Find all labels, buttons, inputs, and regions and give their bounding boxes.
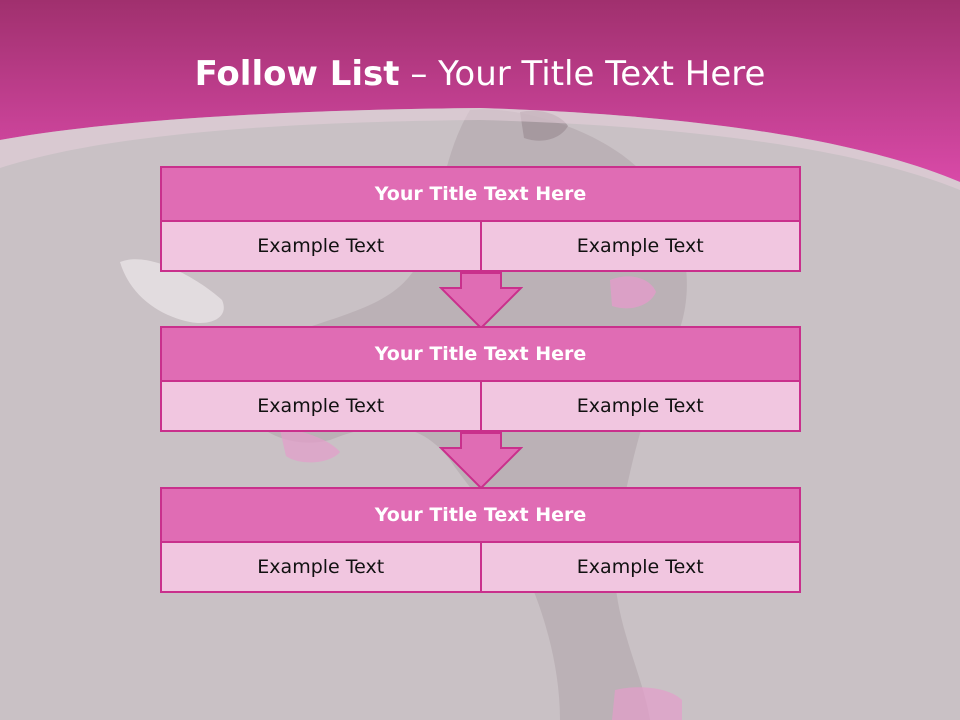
list-block-2: Your Title Text Here Example Text Exampl… — [160, 326, 801, 432]
slide-title-rest: – Your Title Text Here — [410, 54, 766, 94]
slide-title: Follow List – Your Title Text Here — [0, 52, 960, 96]
block-cell-right: Example Text — [481, 222, 801, 272]
block-title: Your Title Text Here — [160, 166, 801, 222]
down-arrow-icon — [439, 432, 523, 490]
block-cell-right: Example Text — [481, 382, 801, 432]
block-cell-left: Example Text — [160, 222, 482, 272]
block-title: Your Title Text Here — [160, 326, 801, 382]
block-cell-right: Example Text — [481, 543, 801, 593]
slide-title-bold: Follow List — [194, 54, 400, 94]
block-cell-left: Example Text — [160, 382, 482, 432]
block-row: Example Text Example Text — [160, 222, 801, 272]
block-row: Example Text Example Text — [160, 543, 801, 593]
block-cell-left: Example Text — [160, 543, 482, 593]
header-band — [0, 0, 960, 190]
list-block-1: Your Title Text Here Example Text Exampl… — [160, 166, 801, 272]
block-title: Your Title Text Here — [160, 487, 801, 543]
block-row: Example Text Example Text — [160, 382, 801, 432]
list-block-3: Your Title Text Here Example Text Exampl… — [160, 487, 801, 593]
down-arrow-icon — [439, 272, 523, 330]
